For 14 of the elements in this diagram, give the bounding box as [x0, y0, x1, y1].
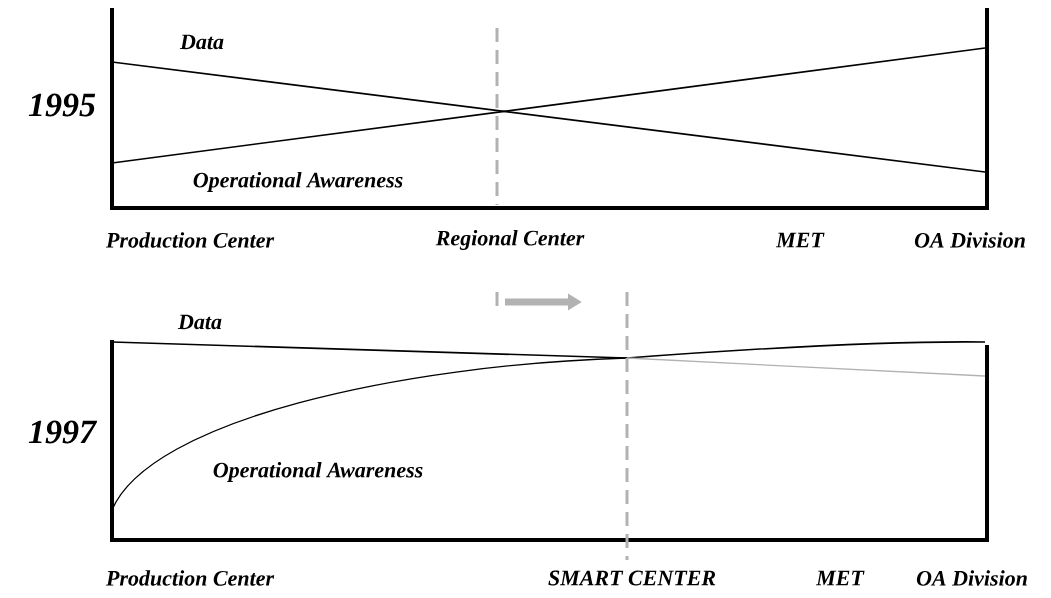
axis-label: Operational Awareness	[193, 172, 403, 192]
axis-label: Production Center	[105, 232, 275, 248]
axis-label: Production Center	[105, 570, 275, 586]
axis-label: 1997	[28, 420, 98, 444]
axis-label: MET	[815, 570, 865, 586]
axis-label: Operational Awareness	[213, 462, 423, 482]
axis-label: 1995	[28, 93, 96, 117]
axis-label: Regional Center	[435, 230, 585, 250]
axis-label: OA Division	[916, 570, 1027, 586]
axis-label: SMART CENTER	[548, 570, 716, 586]
axis-label: Data	[179, 34, 224, 50]
axis-label: MET	[775, 232, 825, 248]
axis-label: OA Division	[914, 232, 1025, 248]
axis-label: Data	[177, 314, 222, 330]
